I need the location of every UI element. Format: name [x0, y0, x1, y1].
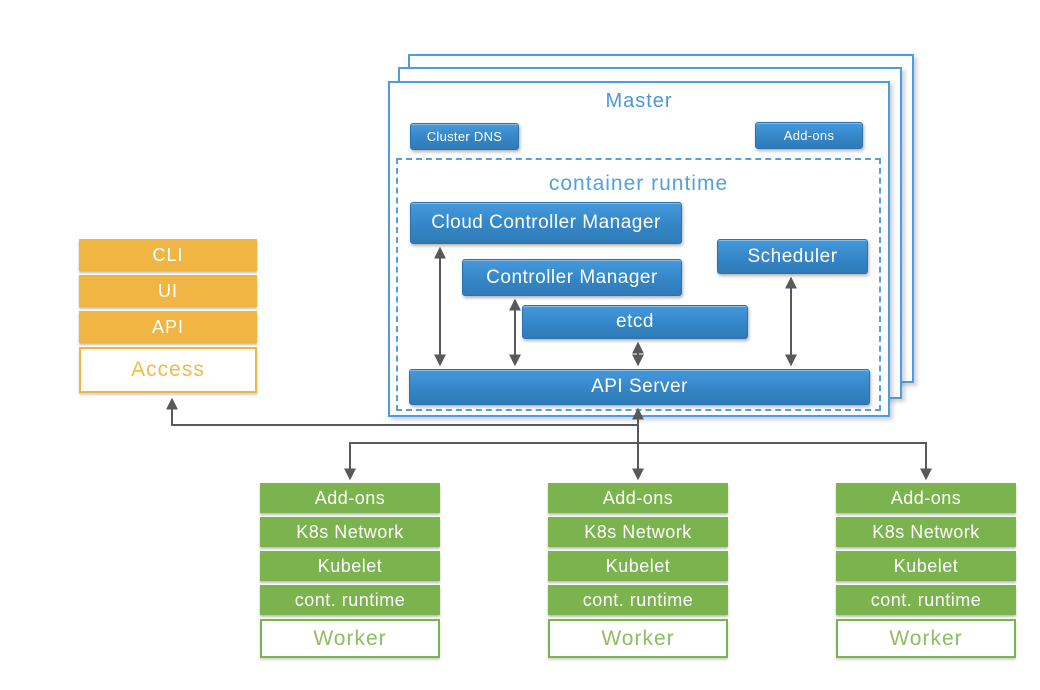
- worker1-row-kubelet: Kubelet: [260, 551, 440, 581]
- scheduler-box: Scheduler: [717, 239, 868, 274]
- cloud-controller-manager-box: Cloud Controller Manager: [410, 202, 682, 244]
- worker3-row-k8s-network: K8s Network: [836, 517, 1016, 547]
- master-addons-box: Add-ons: [755, 122, 863, 149]
- controller-manager-box: Controller Manager: [462, 259, 682, 296]
- worker3-row-addons: Add-ons: [836, 483, 1016, 513]
- worker1-row-addons: Add-ons: [260, 483, 440, 513]
- worker3-row-cont-runtime: cont. runtime: [836, 585, 1016, 615]
- container-runtime-title: container runtime: [548, 172, 729, 195]
- worker3-label-box: Worker: [836, 619, 1016, 658]
- worker2-row-addons: Add-ons: [548, 483, 728, 513]
- worker2-row-cont-runtime: cont. runtime: [548, 585, 728, 615]
- worker2-row-kubelet: Kubelet: [548, 551, 728, 581]
- worker1-row-cont-runtime: cont. runtime: [260, 585, 440, 615]
- api-server-box: API Server: [409, 369, 870, 405]
- worker2-row-k8s-network: K8s Network: [548, 517, 728, 547]
- etcd-box: etcd: [522, 305, 748, 339]
- master-title: Master: [605, 89, 673, 112]
- worker1-label-box: Worker: [260, 619, 440, 658]
- cluster-dns-box: Cluster DNS: [410, 123, 519, 150]
- worker2-label-box: Worker: [548, 619, 728, 658]
- worker1-row-k8s-network: K8s Network: [260, 517, 440, 547]
- access-row-ui: UI: [79, 275, 257, 307]
- access-row-api: API: [79, 311, 257, 343]
- access-row-cli: CLI: [79, 239, 257, 271]
- worker3-row-kubelet: Kubelet: [836, 551, 1016, 581]
- access-label-box: Access: [79, 347, 257, 393]
